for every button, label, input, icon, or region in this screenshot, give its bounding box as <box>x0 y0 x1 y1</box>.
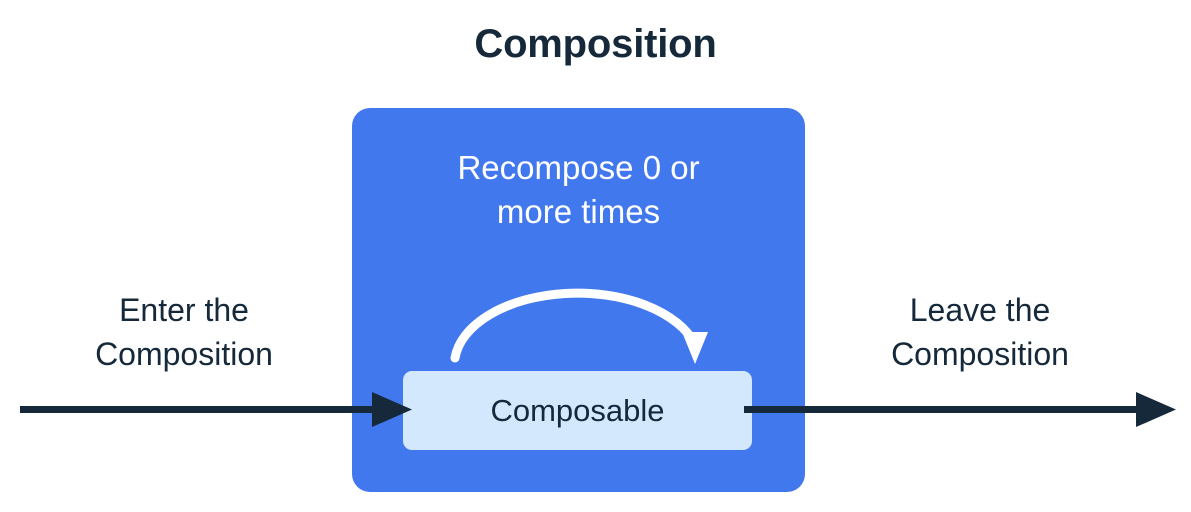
recompose-caption-line-2: more times <box>496 193 661 230</box>
enter-composition-label-line-1: Enter the <box>119 292 249 328</box>
composable-node: Composable <box>403 371 752 450</box>
recompose-caption: Recompose 0 or more times <box>352 146 805 234</box>
leave-composition-label: Leave the Composition <box>810 288 1150 376</box>
recompose-caption-line-1: Recompose 0 or <box>457 149 700 186</box>
leave-composition-label-line-1: Leave the <box>909 292 1051 328</box>
page-title: Composition <box>474 22 717 66</box>
leave-composition-arrow-icon <box>744 392 1176 427</box>
enter-composition-label-line-2: Composition <box>95 336 273 372</box>
enter-composition-label: Enter the Composition <box>14 288 354 376</box>
recompose-loop-arrow-icon <box>450 288 708 364</box>
composable-label: Composable <box>490 392 665 428</box>
enter-composition-arrow-icon <box>20 392 412 427</box>
leave-composition-label-line-2: Composition <box>891 336 1069 372</box>
